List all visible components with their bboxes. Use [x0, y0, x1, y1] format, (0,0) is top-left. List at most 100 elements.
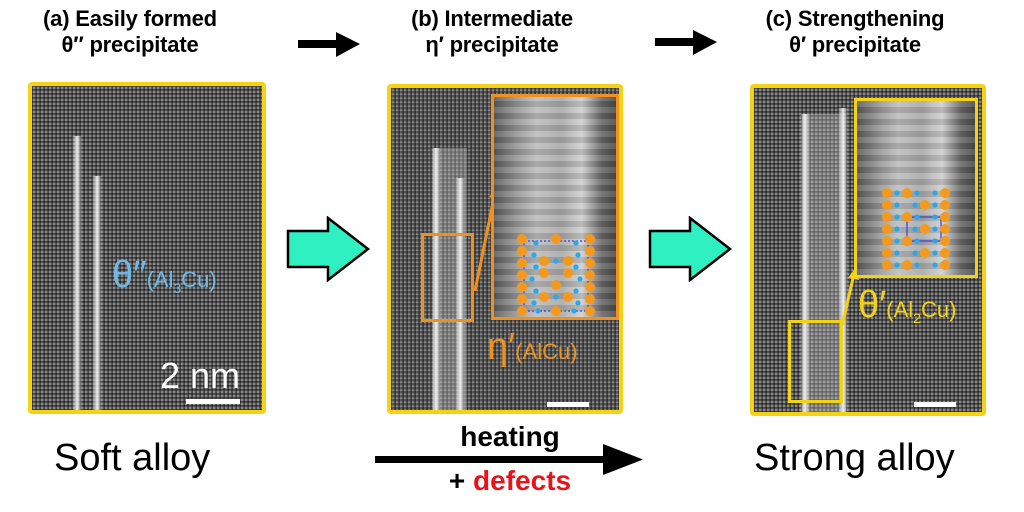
phase-symbol: θ′ — [858, 284, 887, 326]
al-atom — [914, 190, 920, 196]
al-atom — [533, 264, 539, 270]
precipitate-streak — [431, 148, 441, 410]
stage-c-title: (c) Strengthening θ′ precipitate — [720, 6, 990, 58]
al-atom — [912, 250, 918, 256]
al-atom — [932, 190, 938, 196]
cu-atom — [517, 258, 527, 268]
cu-atom — [517, 306, 527, 316]
cu-atom — [585, 270, 595, 280]
phase-formula-subscript: 3 — [173, 280, 182, 296]
al-atom — [533, 288, 539, 294]
theta-prime-crystal-model — [882, 188, 950, 270]
soft-alloy-label: Soft alloy — [54, 437, 211, 479]
al-atom — [571, 308, 577, 314]
cu-atom — [585, 234, 595, 244]
cu-atom — [563, 268, 573, 278]
precipitate-streak — [838, 108, 848, 412]
stage-b-title-line1: (b) Intermediate — [411, 6, 573, 31]
stage-a-tem-image: θ″(Al3Cu) 2 nm — [28, 82, 266, 414]
al-atom — [573, 288, 579, 294]
al-atom — [914, 238, 920, 244]
eta-prime-crystal-model — [517, 234, 595, 316]
precipitate-streak — [72, 136, 82, 410]
al-atom — [894, 226, 900, 232]
stage-a-title: (a) Easily formed θ″ precipitate — [0, 6, 260, 58]
cu-atom — [517, 294, 527, 304]
al-atom — [573, 264, 579, 270]
cu-atom — [539, 268, 549, 278]
cu-atom — [920, 248, 930, 258]
al-atom — [553, 294, 559, 300]
cu-atom — [517, 234, 527, 244]
cu-atom — [882, 260, 892, 270]
strong-alloy-label: Strong alloy — [754, 437, 955, 479]
al-atom — [535, 308, 541, 314]
title-arrow-a-to-b-icon — [298, 32, 360, 57]
al-atom — [912, 202, 918, 208]
phase-formula: (AlCu) — [515, 339, 578, 364]
cu-atom — [920, 224, 930, 234]
al-atom — [932, 226, 938, 232]
al-atom — [531, 252, 537, 258]
al-atom — [553, 258, 559, 264]
phase-formula-suffix: Cu) — [181, 267, 217, 292]
stage-b-zoom-inset — [491, 94, 619, 320]
cu-atom — [940, 200, 950, 210]
stage-c-tem-image: θ′(Al2Cu) — [750, 84, 986, 416]
stage-b-tem-image: η′(AlCu) — [387, 84, 623, 414]
stage-c-zoom-inset — [854, 98, 978, 278]
al-atom — [932, 238, 938, 244]
cu-atom — [563, 292, 573, 302]
cu-atom — [902, 212, 912, 222]
al-atom — [932, 250, 938, 256]
al-atom — [575, 300, 581, 306]
stage-a-title-line2: θ″ precipitate — [61, 32, 199, 57]
scale-bar — [186, 399, 240, 404]
cu-atom — [940, 248, 950, 258]
stage-a-title-line1: (a) Easily formed — [43, 6, 217, 31]
scale-bar — [914, 402, 956, 407]
al-atom — [533, 240, 539, 246]
title-arrow-b-to-c-icon — [655, 30, 717, 55]
cu-atom — [551, 306, 561, 316]
defects-label: defects — [473, 465, 572, 496]
cu-atom — [882, 212, 892, 222]
cu-atom — [585, 306, 595, 316]
lattice-texture — [32, 86, 262, 410]
cu-atom — [902, 260, 912, 270]
phase-formula-subscript: 2 — [913, 310, 921, 326]
cu-atom — [551, 234, 561, 244]
cu-atom — [563, 256, 573, 266]
phase-formula-suffix: Cu) — [920, 297, 957, 322]
cu-atom — [940, 188, 950, 198]
precipitate-streak — [800, 114, 810, 412]
cu-atom — [517, 270, 527, 280]
al-atom — [894, 262, 900, 268]
cu-atom — [882, 188, 892, 198]
al-atom — [932, 202, 938, 208]
cu-atom — [940, 224, 950, 234]
stage-b-phase-label: η′(AlCu) — [487, 328, 578, 366]
al-atom — [577, 276, 583, 282]
al-atom — [573, 240, 579, 246]
stage-c-title-line2: θ′ precipitate — [789, 32, 921, 57]
cu-atom — [940, 212, 950, 222]
phase-symbol: θ″ — [112, 254, 147, 296]
stage-b-title-line2: η′ precipitate — [425, 32, 559, 57]
stage-c-phase-label: θ′(Al2Cu) — [858, 286, 956, 326]
flow-arrow-a-to-b-icon — [286, 216, 371, 282]
al-atom — [894, 190, 900, 196]
cu-atom — [882, 224, 892, 234]
cu-atom — [902, 236, 912, 246]
al-atom — [575, 252, 581, 258]
cu-atom — [920, 200, 930, 210]
al-atom — [894, 250, 900, 256]
al-atom — [932, 214, 938, 220]
phase-formula-prefix: (Al — [886, 297, 914, 322]
cu-atom — [517, 246, 527, 256]
cu-atom — [882, 236, 892, 246]
cu-atom — [551, 280, 561, 290]
al-atom — [914, 262, 920, 268]
cu-atom — [882, 200, 892, 210]
cu-atom — [940, 236, 950, 246]
